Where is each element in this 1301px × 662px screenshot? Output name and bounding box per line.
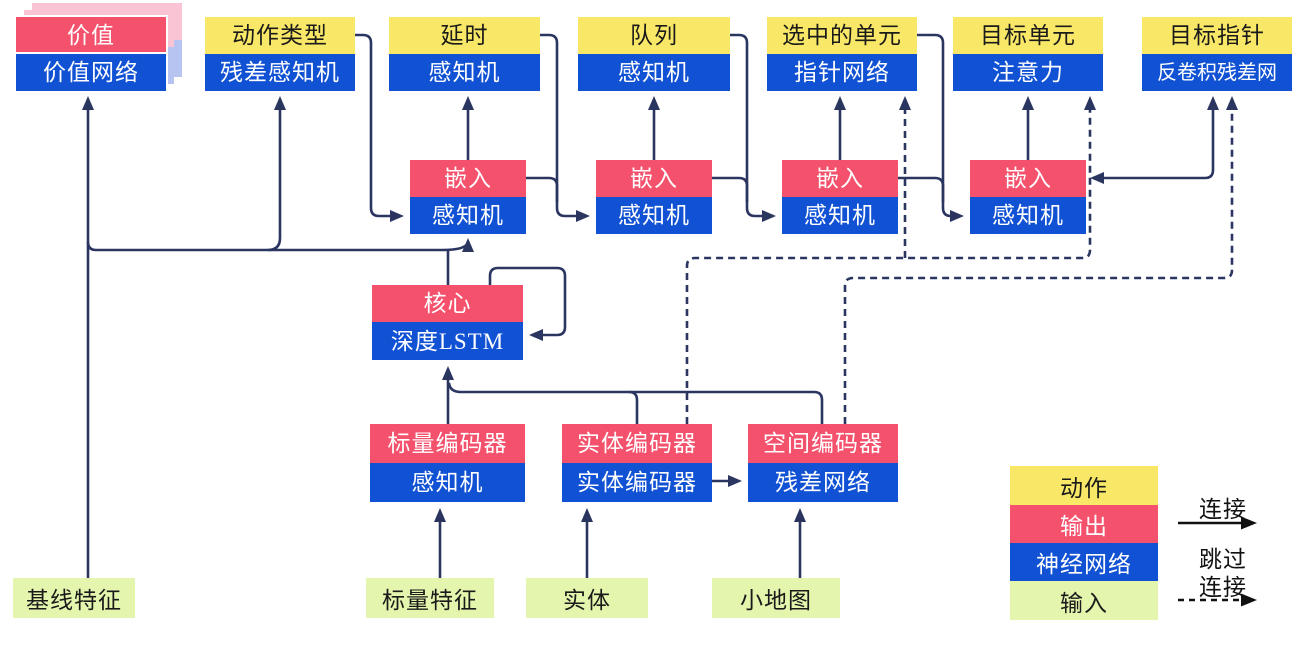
target-unit-label: 目标单元 xyxy=(953,17,1103,54)
legend-solid-arrow-label: 连接 xyxy=(1199,497,1247,522)
node-embed-1: 嵌入 感知机 xyxy=(410,160,526,234)
target-unit-network-label: 注意力 xyxy=(953,54,1103,91)
core-network-label: 深度LSTM xyxy=(372,322,523,360)
legend-dashed-arrow-label-line1: 跳过 xyxy=(1199,547,1247,572)
legend-item-input: 输入 xyxy=(1010,581,1158,620)
node-scalar-encoder: 标量编码器 感知机 xyxy=(370,424,525,502)
edge-core-self-loop xyxy=(488,266,567,341)
edge-embed4-to-target-point xyxy=(1090,96,1219,184)
node-queue: 队列 感知机 xyxy=(578,17,730,91)
spatial-encoder-label: 空间编码器 xyxy=(748,424,898,463)
legend-dashed-arrow-label-line2: 连接 xyxy=(1199,575,1247,600)
node-core: 核心 深度LSTM xyxy=(372,285,523,360)
target-point-network-label: 反卷积残差网 xyxy=(1142,54,1292,91)
embed-1-network-label: 感知机 xyxy=(410,197,526,234)
edge-trunk-to-action-type xyxy=(267,96,286,252)
edge-selected-units-to-embed4 xyxy=(917,33,964,222)
input-minimap: 小地图 xyxy=(712,578,840,618)
legend-item-neural-network: 神经网络 xyxy=(1010,543,1158,581)
value-output-label: 价值 xyxy=(14,15,168,56)
input-baseline-features: 基线特征 xyxy=(13,578,135,618)
action-type-network-label: 残差感知机 xyxy=(205,54,355,91)
embed-2-label: 嵌入 xyxy=(596,160,712,197)
node-embed-3: 嵌入 感知机 xyxy=(782,160,898,234)
target-point-label: 目标指针 xyxy=(1142,17,1292,54)
input-scalar-features: 标量特征 xyxy=(366,578,494,618)
action-type-label: 动作类型 xyxy=(205,17,355,54)
node-value: 价值 价值网络 xyxy=(14,15,168,93)
node-selected-units: 选中的单元 指针网络 xyxy=(767,17,917,91)
node-target-point: 目标指针 反卷积残差网 xyxy=(1142,17,1292,91)
scalar-encoder-network-label: 感知机 xyxy=(370,463,525,502)
edge-skip-entity-to-attention xyxy=(685,96,1096,424)
legend-item-output: 输出 xyxy=(1010,505,1158,543)
scalar-encoder-label: 标量编码器 xyxy=(370,424,525,463)
node-spatial-encoder: 空间编码器 残差网络 xyxy=(748,424,898,502)
edge-embed2-to-embed3 xyxy=(712,176,749,202)
embed-3-network-label: 感知机 xyxy=(782,197,898,234)
queue-label: 队列 xyxy=(578,17,730,54)
node-action-type: 动作类型 残差感知机 xyxy=(205,17,355,91)
entity-encoder-label: 实体编码器 xyxy=(562,424,712,463)
embed-2-network-label: 感知机 xyxy=(596,197,712,234)
node-target-unit: 目标单元 注意力 xyxy=(953,17,1103,91)
edge-embed3-to-embed4 xyxy=(898,176,945,202)
input-entities: 实体 xyxy=(526,578,648,618)
edge-skip-spatial-to-target-point xyxy=(843,96,1238,424)
value-network-label: 价值网络 xyxy=(14,52,168,93)
edge-delay-to-embed2 xyxy=(540,33,590,222)
entity-encoder-network-label: 实体编码器 xyxy=(562,463,712,502)
selected-units-network-label: 指针网络 xyxy=(767,54,917,91)
edge-queue-to-embed3 xyxy=(730,33,776,222)
delay-label: 延时 xyxy=(389,17,540,54)
embed-1-label: 嵌入 xyxy=(410,160,526,197)
node-embed-2: 嵌入 感知机 xyxy=(596,160,712,234)
edge-spatial-encoder-trunk xyxy=(447,382,824,424)
core-label: 核心 xyxy=(372,285,523,322)
node-embed-4: 嵌入 感知机 xyxy=(970,160,1086,234)
edge-action-type-to-embed1 xyxy=(355,33,404,222)
legend: 动作 输出 神经网络 输入 xyxy=(1010,466,1158,620)
selected-units-label: 选中的单元 xyxy=(767,17,917,54)
delay-network-label: 感知机 xyxy=(389,54,540,91)
embed-4-network-label: 感知机 xyxy=(970,197,1086,234)
spatial-encoder-network-label: 残差网络 xyxy=(748,463,898,502)
queue-network-label: 感知机 xyxy=(578,54,730,91)
edge-entity-encoder-join xyxy=(628,390,639,424)
node-delay: 延时 感知机 xyxy=(389,17,540,91)
node-entity-encoder: 实体编码器 实体编码器 xyxy=(562,424,712,502)
embed-4-label: 嵌入 xyxy=(970,160,1086,197)
edge-embed1-to-embed2 xyxy=(526,176,559,202)
embed-3-label: 嵌入 xyxy=(782,160,898,197)
legend-item-action: 动作 xyxy=(1010,466,1158,505)
